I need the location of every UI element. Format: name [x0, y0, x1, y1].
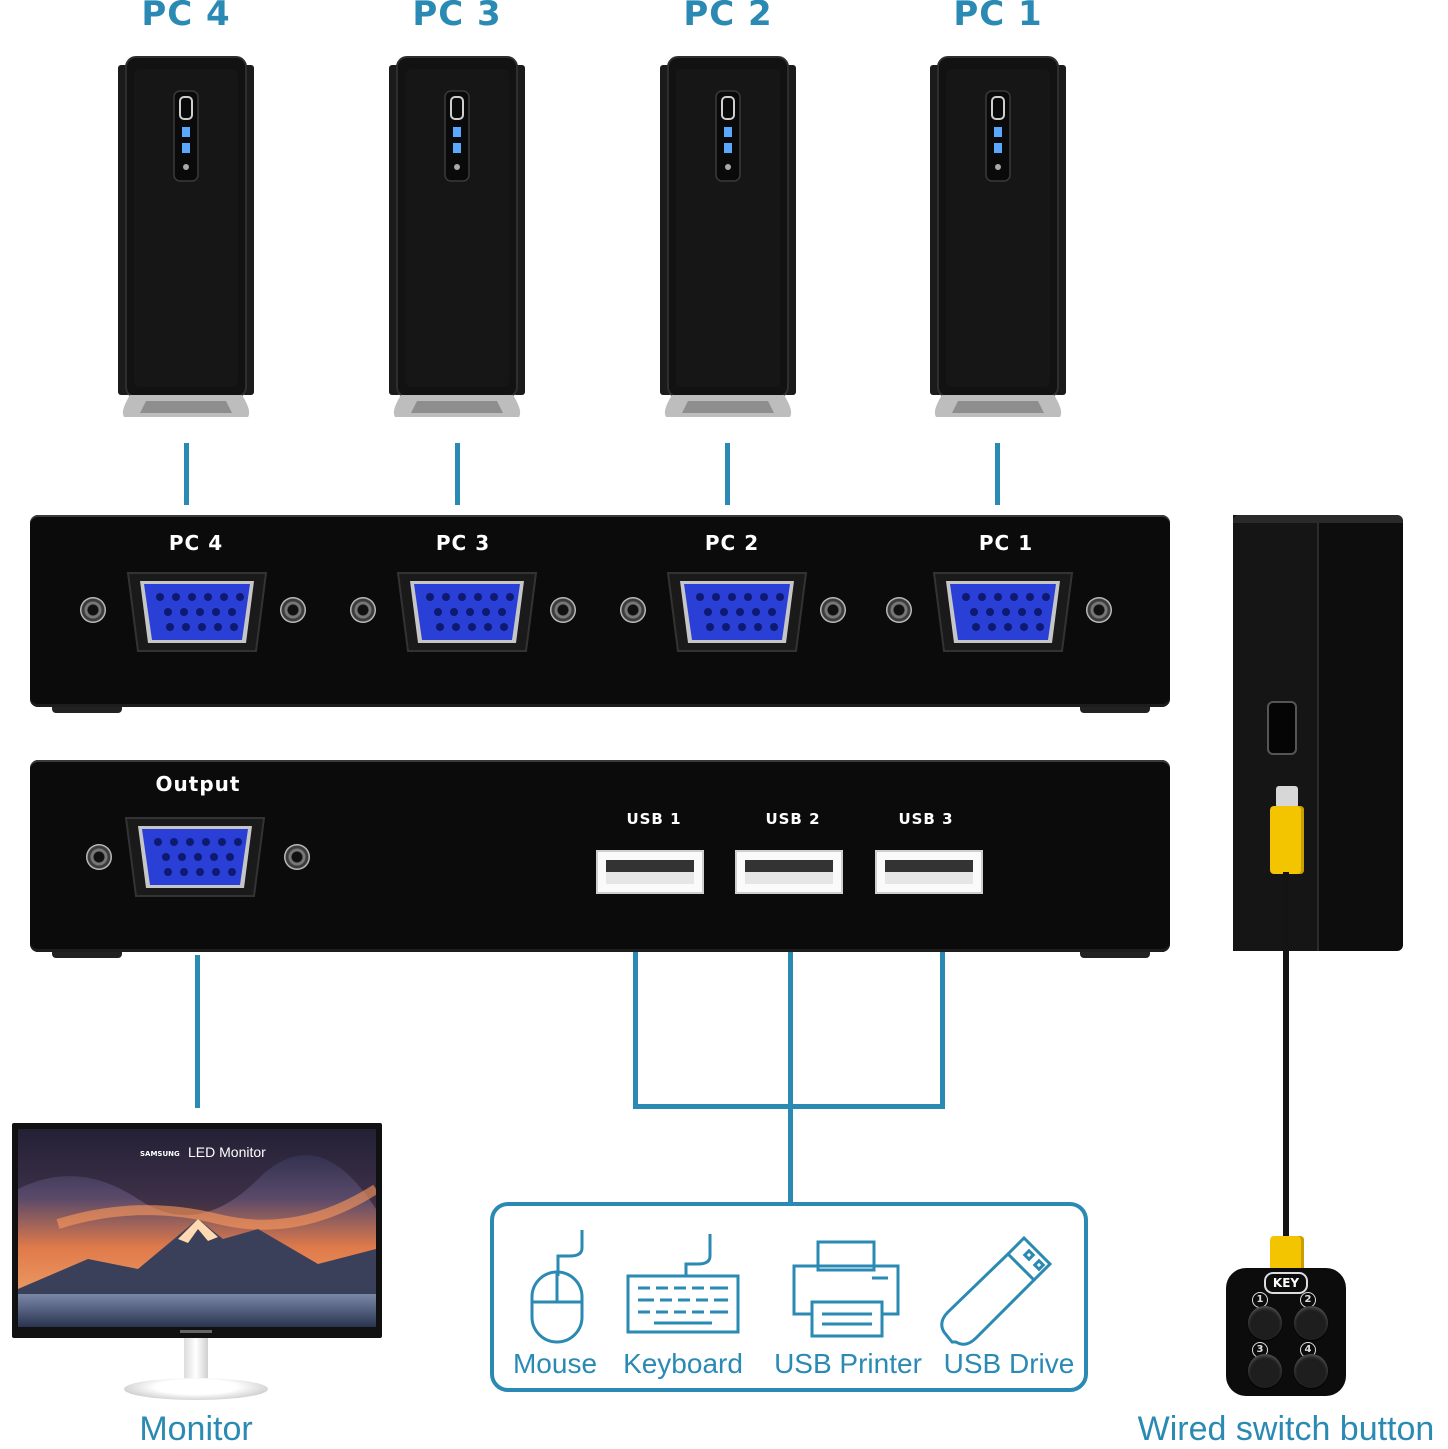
micro-usb-plug	[1276, 786, 1298, 808]
usb1-link-line	[633, 952, 638, 1109]
wired-switch-pad[interactable]: KEY 1 2 3 4	[1226, 1268, 1346, 1396]
monitor-brand: SAMSUNG	[140, 1150, 180, 1158]
kvm-foot	[52, 707, 122, 713]
usb-merge-line	[633, 1104, 945, 1109]
monitor-bezel-logo	[180, 1330, 212, 1333]
monitor-screen-text: LED Monitor	[188, 1144, 266, 1160]
port-label-pc2: PC 2	[704, 531, 760, 555]
port-label-pc3: PC 3	[435, 531, 491, 555]
screw	[284, 844, 310, 870]
peripherals-box: Mouse Keyboard USB Printer USB Drive	[490, 1202, 1088, 1392]
kvm-foot	[52, 952, 122, 958]
switch-button-2[interactable]	[1294, 1306, 1328, 1340]
pc-label-1: PC 1	[953, 0, 1043, 34]
switch-button-4[interactable]	[1294, 1354, 1328, 1388]
screw	[886, 597, 912, 623]
screw	[550, 597, 576, 623]
vga-input-port-2	[666, 572, 808, 652]
cable-boot-top	[1270, 806, 1304, 874]
micro-usb-port	[1267, 701, 1297, 755]
pc-tower-4	[116, 55, 256, 425]
vga-input-port-4	[126, 572, 268, 652]
port-label-pc1: PC 1	[978, 531, 1034, 555]
switch-button-3[interactable]	[1248, 1354, 1282, 1388]
peripheral-label-printer: USB Printer	[774, 1348, 922, 1379]
peripheral-label-keyboard: Keyboard	[623, 1348, 743, 1379]
usb-label-2: USB 2	[765, 810, 821, 828]
wired-switch-label: Wired switch button	[1137, 1410, 1435, 1448]
vga-input-port-1	[932, 572, 1074, 652]
kvm-side-view	[1233, 515, 1403, 951]
port-label-pc4: PC 4	[168, 531, 224, 555]
printer-icon	[792, 1240, 900, 1338]
vga-output-port	[124, 817, 266, 897]
monitor-screen	[18, 1129, 376, 1327]
peripheral-label-usb-drive: USB Drive	[943, 1348, 1075, 1379]
kvm-output-panel: Output USB 1 USB 2 USB 3	[30, 760, 1170, 952]
pc-tower-3	[387, 55, 527, 425]
mouse-icon	[530, 1230, 584, 1344]
usb-port-1	[596, 850, 704, 894]
usb3-link-line	[940, 952, 945, 1109]
usb-port-2	[735, 850, 843, 894]
switch-cable	[1283, 872, 1289, 1242]
kvm-foot	[1080, 952, 1150, 958]
kvm-foot	[1080, 707, 1150, 713]
usb-label-3: USB 3	[898, 810, 954, 828]
screw	[620, 597, 646, 623]
keyboard-icon	[626, 1234, 740, 1334]
screw	[820, 597, 846, 623]
screw	[80, 597, 106, 623]
monitor-label: Monitor	[139, 1410, 253, 1448]
screw	[1086, 597, 1112, 623]
pc-tower-2	[658, 55, 798, 425]
vga-input-port-3	[396, 572, 538, 652]
usb-drive-icon	[940, 1235, 1053, 1346]
peripheral-label-mouse: Mouse	[512, 1348, 598, 1379]
usb-label-1: USB 1	[626, 810, 682, 828]
screw	[350, 597, 376, 623]
monitor-link-line	[195, 955, 200, 1108]
key-badge: KEY	[1264, 1272, 1308, 1294]
pc1-link-line	[995, 443, 1000, 505]
pc2-link-line	[725, 443, 730, 505]
output-label: Output	[155, 772, 241, 796]
pc3-link-line	[455, 443, 460, 505]
pc-label-2: PC 2	[683, 0, 773, 34]
screw	[280, 597, 306, 623]
pc-label-4: PC 4	[141, 0, 231, 34]
screw	[86, 844, 112, 870]
side-top-edge	[1233, 515, 1403, 523]
usb-port-3	[875, 850, 983, 894]
switch-button-1[interactable]	[1248, 1306, 1282, 1340]
kvm-input-panel: PC 4 PC 3 PC 2 PC 1	[30, 515, 1170, 707]
monitor-stand-base	[124, 1378, 268, 1400]
monitor: SAMSUNG LED Monitor	[12, 1123, 382, 1338]
pc-tower-1	[928, 55, 1068, 425]
pc4-link-line	[184, 443, 189, 505]
pc-label-3: PC 3	[412, 0, 502, 34]
monitor-stand-neck	[184, 1338, 208, 1382]
usb2-link-line	[788, 952, 793, 1204]
